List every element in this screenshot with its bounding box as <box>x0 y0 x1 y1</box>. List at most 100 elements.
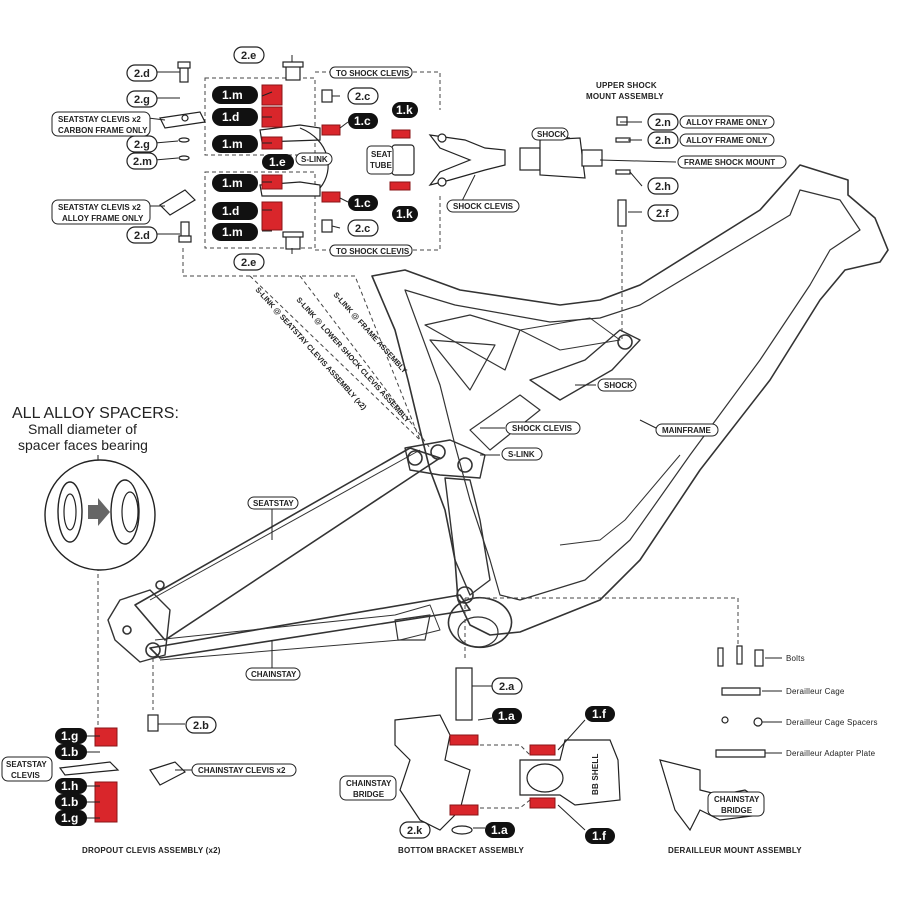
callout-1m-4: 1.m <box>212 223 258 241</box>
svg-text:BRIDGE: BRIDGE <box>353 790 385 799</box>
label-chainstay: CHAINSTAY <box>245 667 301 681</box>
svg-text:ALLOY FRAME ONLY: ALLOY FRAME ONLY <box>686 118 768 127</box>
svg-text:1.m: 1.m <box>222 137 243 151</box>
caption-upper-shock-1: UPPER SHOCK <box>596 81 657 90</box>
leader-lines <box>86 55 782 831</box>
callout-1m-3: 1.m <box>212 174 258 192</box>
svg-text:2.g: 2.g <box>134 94 150 106</box>
caption-derailleur-adapter-plate: Derailleur Adapter Plate <box>786 749 876 758</box>
svg-text:1.f: 1.f <box>592 707 607 721</box>
caption-dropout-assembly: DROPOUT CLEVIS ASSEMBLY (x2) <box>82 846 221 855</box>
svg-text:CHAINSTAY: CHAINSTAY <box>251 670 297 679</box>
callout-1m-1: 1.m <box>212 86 258 104</box>
caption-derailleur-cage: Derailleur Cage <box>786 687 845 696</box>
label-shock-mid: SHOCK <box>597 378 637 392</box>
svg-text:ALLOY FRAME ONLY: ALLOY FRAME ONLY <box>62 214 144 223</box>
svg-text:S-LINK: S-LINK <box>301 155 328 164</box>
callout-2g-1: 2.g <box>126 90 158 108</box>
intro-line-1: Small diameter of <box>28 421 137 437</box>
svg-text:MAINFRAME: MAINFRAME <box>662 426 712 435</box>
svg-text:1.d: 1.d <box>222 204 239 218</box>
callout-1m-2: 1.m <box>212 135 258 153</box>
svg-text:TO SHOCK CLEVIS: TO SHOCK CLEVIS <box>336 69 410 78</box>
svg-text:SEAT: SEAT <box>371 150 392 159</box>
svg-text:ALLOY FRAME ONLY: ALLOY FRAME ONLY <box>686 136 768 145</box>
svg-text:TUBE: TUBE <box>370 161 392 170</box>
label-to-shock-clevis-bot: TO SHOCK CLEVIS <box>329 244 413 257</box>
label-seat-tube: SEAT TUBE <box>366 145 394 175</box>
svg-text:1.b: 1.b <box>61 795 78 809</box>
callout-2b: 2.b <box>185 716 217 734</box>
svg-text:SHOCK CLEVIS: SHOCK CLEVIS <box>512 424 573 433</box>
svg-text:1.a: 1.a <box>498 709 515 723</box>
callout-1f-top: 1.f <box>585 706 615 722</box>
callout-1k-bot: 1.k <box>392 206 418 222</box>
svg-text:CHAINSTAY: CHAINSTAY <box>714 795 760 804</box>
callout-2h-1: 2.h <box>647 131 679 149</box>
svg-text:TO SHOCK CLEVIS: TO SHOCK CLEVIS <box>336 247 410 256</box>
callout-1f-bot: 1.f <box>585 828 615 844</box>
intro-text: ALL ALLOY SPACERS: Small diameter of spa… <box>12 405 179 453</box>
intro-title: ALL ALLOY SPACERS: <box>12 405 179 422</box>
svg-text:1.c: 1.c <box>354 114 371 128</box>
label-shock-clevis-top: SHOCK CLEVIS <box>446 199 520 213</box>
caption-upper-shock-2: MOUNT ASSEMBLY <box>586 92 664 101</box>
svg-text:1.c: 1.c <box>354 196 371 210</box>
captions: UPPER SHOCK MOUNT ASSEMBLY BB SHELL Bolt… <box>82 81 878 855</box>
svg-text:CARBON FRAME ONLY: CARBON FRAME ONLY <box>58 126 148 135</box>
callout-1c-bot: 1.c <box>348 195 378 211</box>
svg-text:1.g: 1.g <box>61 729 78 743</box>
intro-line-2: spacer faces bearing <box>18 437 148 453</box>
caption-bolts: Bolts <box>786 654 805 663</box>
svg-text:SHOCK: SHOCK <box>604 381 633 390</box>
label-shock-clevis-mid: SHOCK CLEVIS <box>505 421 581 435</box>
callout-2d-bot: 2.d <box>126 226 158 244</box>
svg-text:1.m: 1.m <box>222 88 243 102</box>
svg-text:1.d: 1.d <box>222 110 239 124</box>
callout-1a-top: 1.a <box>492 708 522 724</box>
callout-1k-top: 1.k <box>392 102 418 118</box>
red-spacers <box>94 84 556 823</box>
caption-derailleur-cage-spacers: Derailleur Cage Spacers <box>786 718 878 727</box>
svg-text:2.e: 2.e <box>241 257 256 269</box>
svg-text:1.b: 1.b <box>61 745 78 759</box>
svg-text:2.h: 2.h <box>655 135 671 147</box>
callout-2d-top: 2.d <box>126 64 158 82</box>
callout-1g-1: 1.g <box>55 728 87 744</box>
callout-1g-2: 1.g <box>55 810 87 826</box>
svg-text:1.f: 1.f <box>592 829 607 843</box>
spacer-illustration <box>44 459 156 571</box>
label-mainframe: MAINFRAME <box>655 423 719 437</box>
svg-text:CHAINSTAY CLEVIS x2: CHAINSTAY CLEVIS x2 <box>198 766 286 775</box>
callout-2e-top: 2.e <box>233 46 265 64</box>
svg-text:S-LINK: S-LINK <box>508 450 535 459</box>
svg-text:1.m: 1.m <box>222 225 243 239</box>
callout-1e: 1.e <box>262 154 294 170</box>
label-s-link-top: S-LINK <box>295 152 333 166</box>
label-seatstay: SEATSTAY <box>247 496 299 510</box>
svg-text:2.h: 2.h <box>655 181 671 193</box>
caption-bb-assembly: BOTTOM BRACKET ASSEMBLY <box>398 846 525 855</box>
svg-text:1.g: 1.g <box>61 811 78 825</box>
svg-text:2.k: 2.k <box>407 825 423 837</box>
svg-text:2.f: 2.f <box>656 208 669 220</box>
callout-2c-bot: 2.c <box>347 219 379 237</box>
callout-1a-bot: 1.a <box>485 822 515 838</box>
svg-text:2.c: 2.c <box>355 223 370 235</box>
label-shock-top: SHOCK <box>531 127 569 141</box>
caption-bb-shell: BB SHELL <box>591 753 600 795</box>
callout-2a: 2.a <box>491 677 523 695</box>
svg-text:FRAME SHOCK MOUNT: FRAME SHOCK MOUNT <box>684 158 775 167</box>
callout-1d-2: 1.d <box>212 202 258 220</box>
svg-text:CLEVIS: CLEVIS <box>11 771 41 780</box>
white-callouts: 2.e 2.d 2.g 2.g 2.m 2.d 2.e 2.c 2.c 2.n … <box>126 46 679 839</box>
svg-text:2.n: 2.n <box>655 117 671 129</box>
svg-text:2.m: 2.m <box>133 156 152 168</box>
label-to-shock-clevis-top: TO SHOCK CLEVIS <box>329 66 413 79</box>
caption-derailleur-assembly: DERAILLEUR MOUNT ASSEMBLY <box>668 846 802 855</box>
